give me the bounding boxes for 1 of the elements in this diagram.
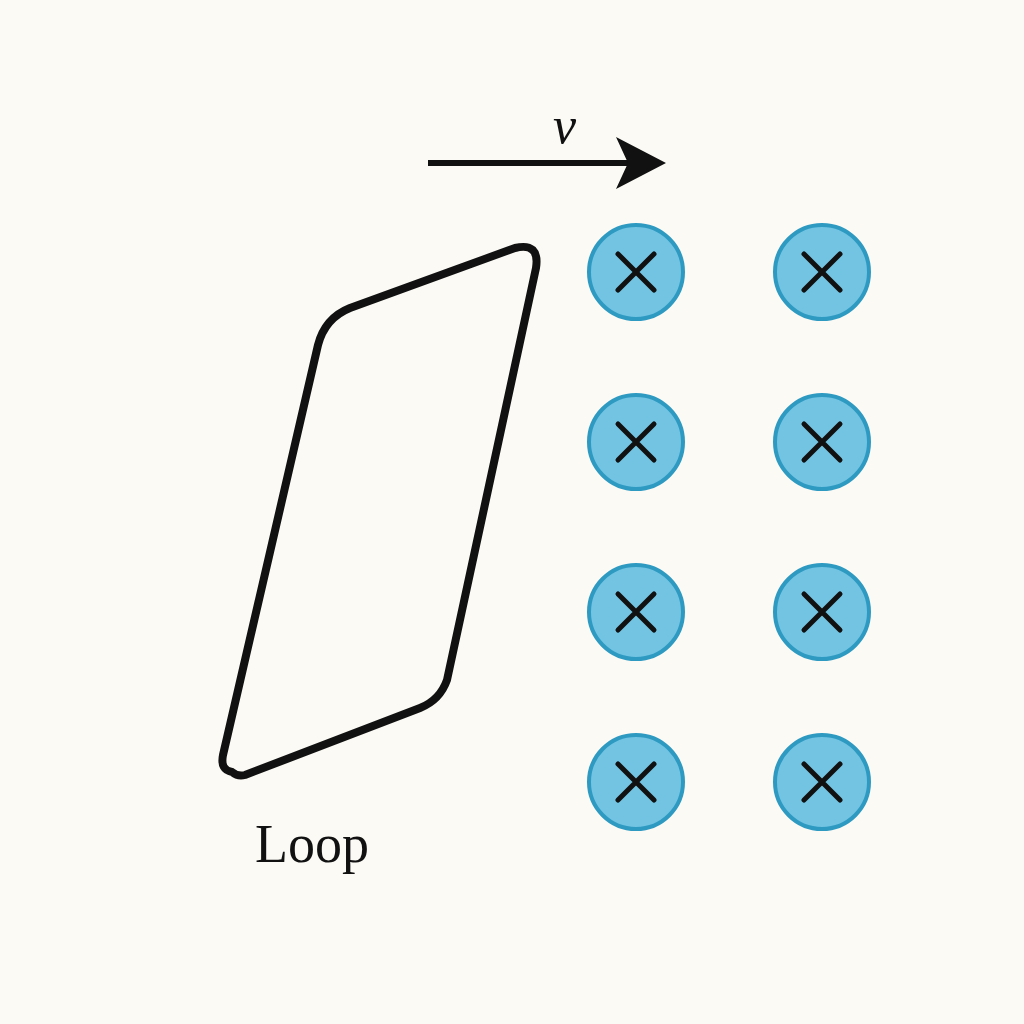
velocity-label: v — [553, 100, 577, 152]
